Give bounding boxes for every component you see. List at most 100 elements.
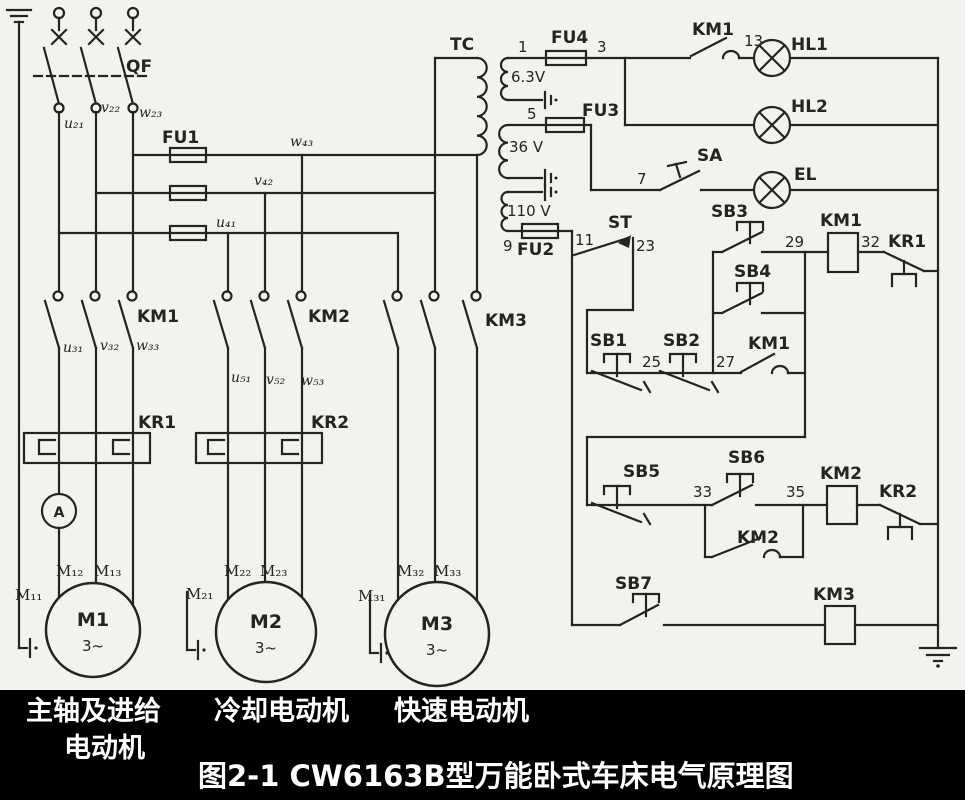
rung-km3-control: SB7 KM3: [570, 574, 940, 646]
kr2-nc-contact-label: KR2: [879, 482, 917, 502]
lamp-el: [752, 170, 792, 210]
wire-label-u51: u₅₁: [231, 370, 251, 386]
legend-coolant-motor: 冷却电动机: [214, 696, 349, 727]
earth-symbol-right: [918, 646, 958, 668]
km2-coil-label: KM2: [820, 464, 862, 484]
ammeter: A: [40, 492, 78, 600]
signal-lamp-circuit-hl1: 1 FU4 3 KM1 13 HL1: [506, 20, 940, 78]
ground-mark-110v: [543, 182, 558, 202]
supply-terminal-l2: [87, 6, 105, 46]
km1-coil: [826, 231, 860, 274]
ammeter-label: A: [54, 505, 65, 521]
caption-banner: 主轴及进给 冷却电动机 快速电动机 电动机 图2-1 CW6163B型万能卧式车…: [0, 690, 965, 800]
ground-mark-36v: [543, 168, 558, 188]
fu3-label: FU3: [582, 101, 619, 121]
legend-spindle-feed-line2: 电动机: [64, 733, 145, 764]
terminal-m13: M₁₃: [94, 562, 121, 580]
km1-lamp-contact: [689, 36, 756, 60]
km1-main-label: KM1: [137, 307, 179, 327]
wire-label-w33: w₃₃: [136, 338, 160, 354]
node-7: 7: [637, 170, 647, 188]
pe-earth-rail: [5, 8, 38, 659]
sb4-label: SB4: [734, 262, 771, 282]
kr2-thermal-relay: KR2: [194, 346, 349, 602]
kr2-nc-contact: [878, 503, 940, 541]
el-label: EL: [794, 165, 817, 185]
st-label: ST: [608, 213, 632, 233]
control-right-rail: [918, 56, 958, 668]
km1-holding-contact-label: KM1: [748, 334, 790, 354]
lathe-circuit-diagram: QF u₂₁ v₂₂ w₂₃ FU1 w₄₃ v₄₂ u₄₁ TC: [0, 0, 965, 690]
rung-km1-control: SB1 25 SB2 27 SB3 SB4 KM1 29: [585, 202, 940, 439]
wire-label-u41: u₄₁: [216, 215, 236, 231]
branch-wire-u41: [57, 231, 400, 292]
voltage-110v: 110 V: [507, 202, 551, 220]
voltage-36v: 36 V: [509, 138, 544, 156]
legend-spindle-feed-line1: 主轴及进给: [26, 696, 161, 727]
km2-main-contacts: KM2 u₅₁ v₅₂ w₅₃: [212, 290, 350, 389]
ground-mark-6v3: [543, 90, 558, 110]
wire-label-u31: u₃₁: [63, 340, 83, 356]
fuse-fu1-a: [168, 224, 208, 242]
supply-terminal-l1: [50, 6, 68, 46]
node-25: 25: [642, 353, 661, 371]
sb1-label: SB1: [590, 331, 627, 351]
node-11: 11: [575, 231, 594, 249]
tc-primary-winding: [475, 56, 488, 157]
km2-coil: [825, 484, 859, 526]
terminal-m21: M₂₁: [186, 585, 213, 603]
motor-m1: M1 3~ M₁₁ M₁₂ M₁₃: [15, 562, 142, 679]
node-27: 27: [716, 353, 735, 371]
hl2-label: HL2: [791, 97, 828, 117]
km1-lamp-contact-label: KM1: [692, 20, 734, 40]
motor-m1-name: M1: [77, 609, 109, 631]
pushbutton-sb4: [711, 281, 807, 315]
wire-label-w23: w₂₃: [139, 105, 163, 121]
km1-coil-label: KM1: [820, 211, 862, 231]
control-source-110v: 9 FU2 11 ST 23: [503, 213, 655, 627]
node-5: 5: [527, 105, 537, 123]
fuse-fu2: [520, 222, 560, 240]
fuse-fu4: [544, 49, 588, 67]
node-29: 29: [785, 233, 804, 251]
tc-label: TC: [450, 35, 474, 55]
pushbutton-sb5: [590, 484, 652, 526]
motor-m3-name: M3: [421, 613, 453, 635]
fuse-fu1-b: [168, 184, 208, 202]
motor-m2-phases: 3~: [255, 639, 277, 657]
fu4-label: FU4: [551, 28, 588, 48]
sb7-label: SB7: [615, 574, 652, 594]
transformer-tc: TC 6.3V 36 V 110 V: [433, 35, 558, 292]
km3-coil: [823, 604, 857, 646]
fuse-fu3: [544, 116, 586, 134]
tc-winding-36v: [498, 123, 510, 180]
motor-m2: M2 3~ M₂₁ M₂₂ M₂₃: [185, 562, 318, 684]
pushbutton-sb1: [590, 352, 652, 394]
node-1: 1: [518, 38, 528, 56]
pushbutton-sb2: [658, 352, 720, 394]
signal-lamp-circuit-hl2: HL2: [623, 56, 940, 145]
km1-main-contacts: KM1 u₃₁ v₃₂ w₃₃: [43, 290, 179, 356]
terminal-m12: M₁₂: [56, 562, 83, 580]
node-33: 33: [693, 483, 712, 501]
ground-mark-m2: [185, 590, 206, 661]
figure-caption: 图2-1 CW6163B型万能卧式车床电气原理图: [198, 759, 794, 793]
km3-coil-label: KM3: [813, 585, 855, 605]
sb6-label: SB6: [728, 448, 765, 468]
sb2-label: SB2: [663, 331, 700, 351]
supply-terminal-l3: [124, 6, 142, 46]
motor-m2-name: M2: [250, 611, 282, 633]
voltage-6v3: 6.3V: [511, 68, 546, 86]
terminal-m33: M₃₃: [434, 562, 461, 580]
km2-main-label: KM2: [308, 307, 350, 327]
ground-mark-m3: [368, 593, 389, 664]
kr1-thermal-relay: KR1: [22, 346, 176, 608]
km3-main-label: KM3: [485, 311, 527, 331]
wire-label-v52: v₅₂: [266, 372, 286, 388]
node-32: 32: [861, 233, 880, 251]
node-9: 9: [503, 237, 513, 255]
wire-23-to-sb1: [585, 248, 635, 375]
node-35: 35: [786, 483, 805, 501]
pushbutton-sb7: [618, 592, 827, 627]
